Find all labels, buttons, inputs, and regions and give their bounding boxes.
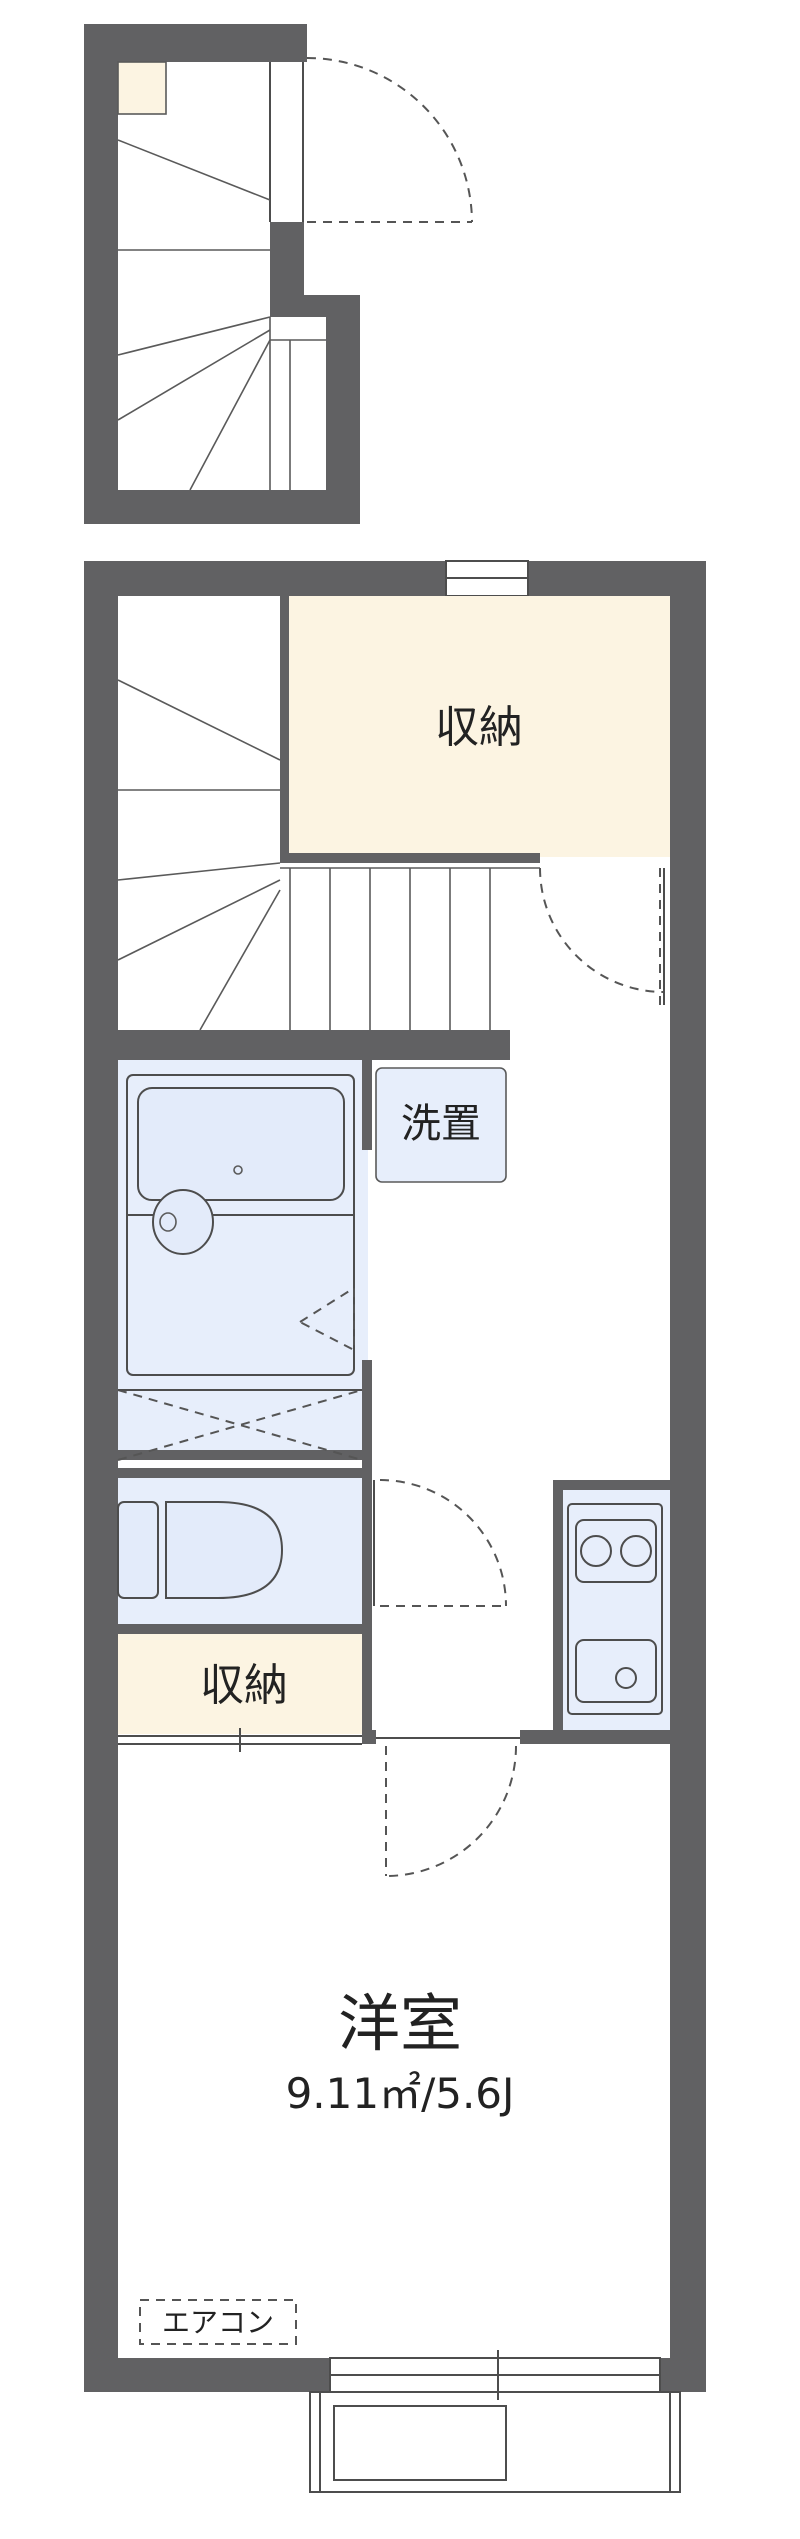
loft-stair: [117, 139, 326, 491]
stair-line: [199, 889, 281, 1031]
laundry-space-outline: [375, 1067, 507, 1183]
main-stair: [117, 679, 540, 1031]
storage-lower-fill: [118, 1634, 362, 1734]
toilet-wall-bottom: [118, 1624, 372, 1634]
bathroom-wall-right-top: [362, 1060, 372, 1150]
bath-folding-door: [117, 1389, 363, 1461]
closet-door-swing: [539, 867, 665, 993]
bathtub-drain: [233, 1165, 243, 1175]
loft-small-storage-outline: [117, 61, 167, 115]
bathtub: [137, 1087, 345, 1201]
loft-wall-bottom: [84, 490, 360, 524]
room-partition-joint: [372, 1730, 376, 1744]
loft-wall-top: [84, 24, 307, 62]
laundry-space: [376, 1068, 506, 1182]
main-wall-top-left: [84, 561, 446, 596]
storage-upper-label: 収納: [435, 702, 523, 753]
toilet-tank: [117, 1501, 159, 1599]
stair-line: [117, 879, 281, 961]
aircon-label: エアコン: [162, 2306, 274, 2339]
stair-bottom-wall: [118, 1030, 510, 1060]
storage-upper-fill: [289, 596, 670, 857]
room-name: 洋室: [338, 1987, 462, 2060]
balcony: [309, 2391, 681, 2493]
kitchen-counter: [563, 1490, 670, 1730]
storage-lower-wall-right: [362, 1634, 372, 1744]
loft-wall-left: [84, 24, 118, 524]
room-size: 9.11㎡/5.6J: [286, 2069, 515, 2118]
stair-line: [117, 316, 271, 356]
main-wall-bottom-right: [660, 2358, 706, 2392]
kitchen-sink: [575, 1639, 657, 1703]
main-wall-bottom-left: [84, 2358, 330, 2392]
storage-upper-wall-bottom: [280, 853, 540, 863]
loft-wall-notch-step: [270, 295, 360, 317]
stair-line: [117, 862, 281, 881]
kitchen-sink-drain: [615, 1667, 637, 1689]
main-wall-left: [84, 561, 118, 2386]
loft-door-swing: [306, 57, 473, 223]
stair-line: [117, 329, 271, 421]
laundry-label: 洗置: [401, 1101, 481, 1147]
washbasin: [152, 1189, 214, 1255]
bath-folding-door-2: [117, 1389, 363, 1461]
loft-section: [84, 24, 473, 524]
loft-small-storage: [118, 62, 166, 114]
toilet-wall-top: [118, 1468, 372, 1478]
room-partition-wall: [520, 1730, 670, 1744]
loft-wall-right: [326, 295, 360, 524]
bath-wall-bottom: [118, 1450, 368, 1460]
bathtub-outer: [126, 1074, 355, 1376]
toilet-bowl: [165, 1501, 284, 1599]
stove: [575, 1519, 657, 1583]
kitchen-wall-top: [553, 1480, 670, 1490]
washbasin-tap: [159, 1212, 177, 1232]
storage-upper-wall-left: [280, 596, 289, 863]
room-door-swing: [385, 1745, 517, 1877]
stove-burner-right: [620, 1535, 652, 1567]
main-unit: 収納: [84, 560, 706, 2400]
balcony-outline: [309, 2391, 681, 2493]
stair-line: [117, 679, 281, 761]
stair-line: [117, 139, 271, 201]
stove-burner-left: [580, 1535, 612, 1567]
main-wall-right: [670, 561, 706, 2386]
storage-lower-label: 収納: [200, 1660, 288, 1711]
balcony-outdoor-unit: [333, 2405, 507, 2481]
aircon-unit: [139, 2299, 297, 2345]
toilet-door-swing: [379, 1479, 507, 1607]
bathroom-wall-right-bottom: [362, 1360, 372, 1672]
kitchen-counter-outline: [567, 1503, 663, 1715]
stair-line: [189, 339, 271, 491]
kitchen-wall-left: [553, 1480, 563, 1730]
